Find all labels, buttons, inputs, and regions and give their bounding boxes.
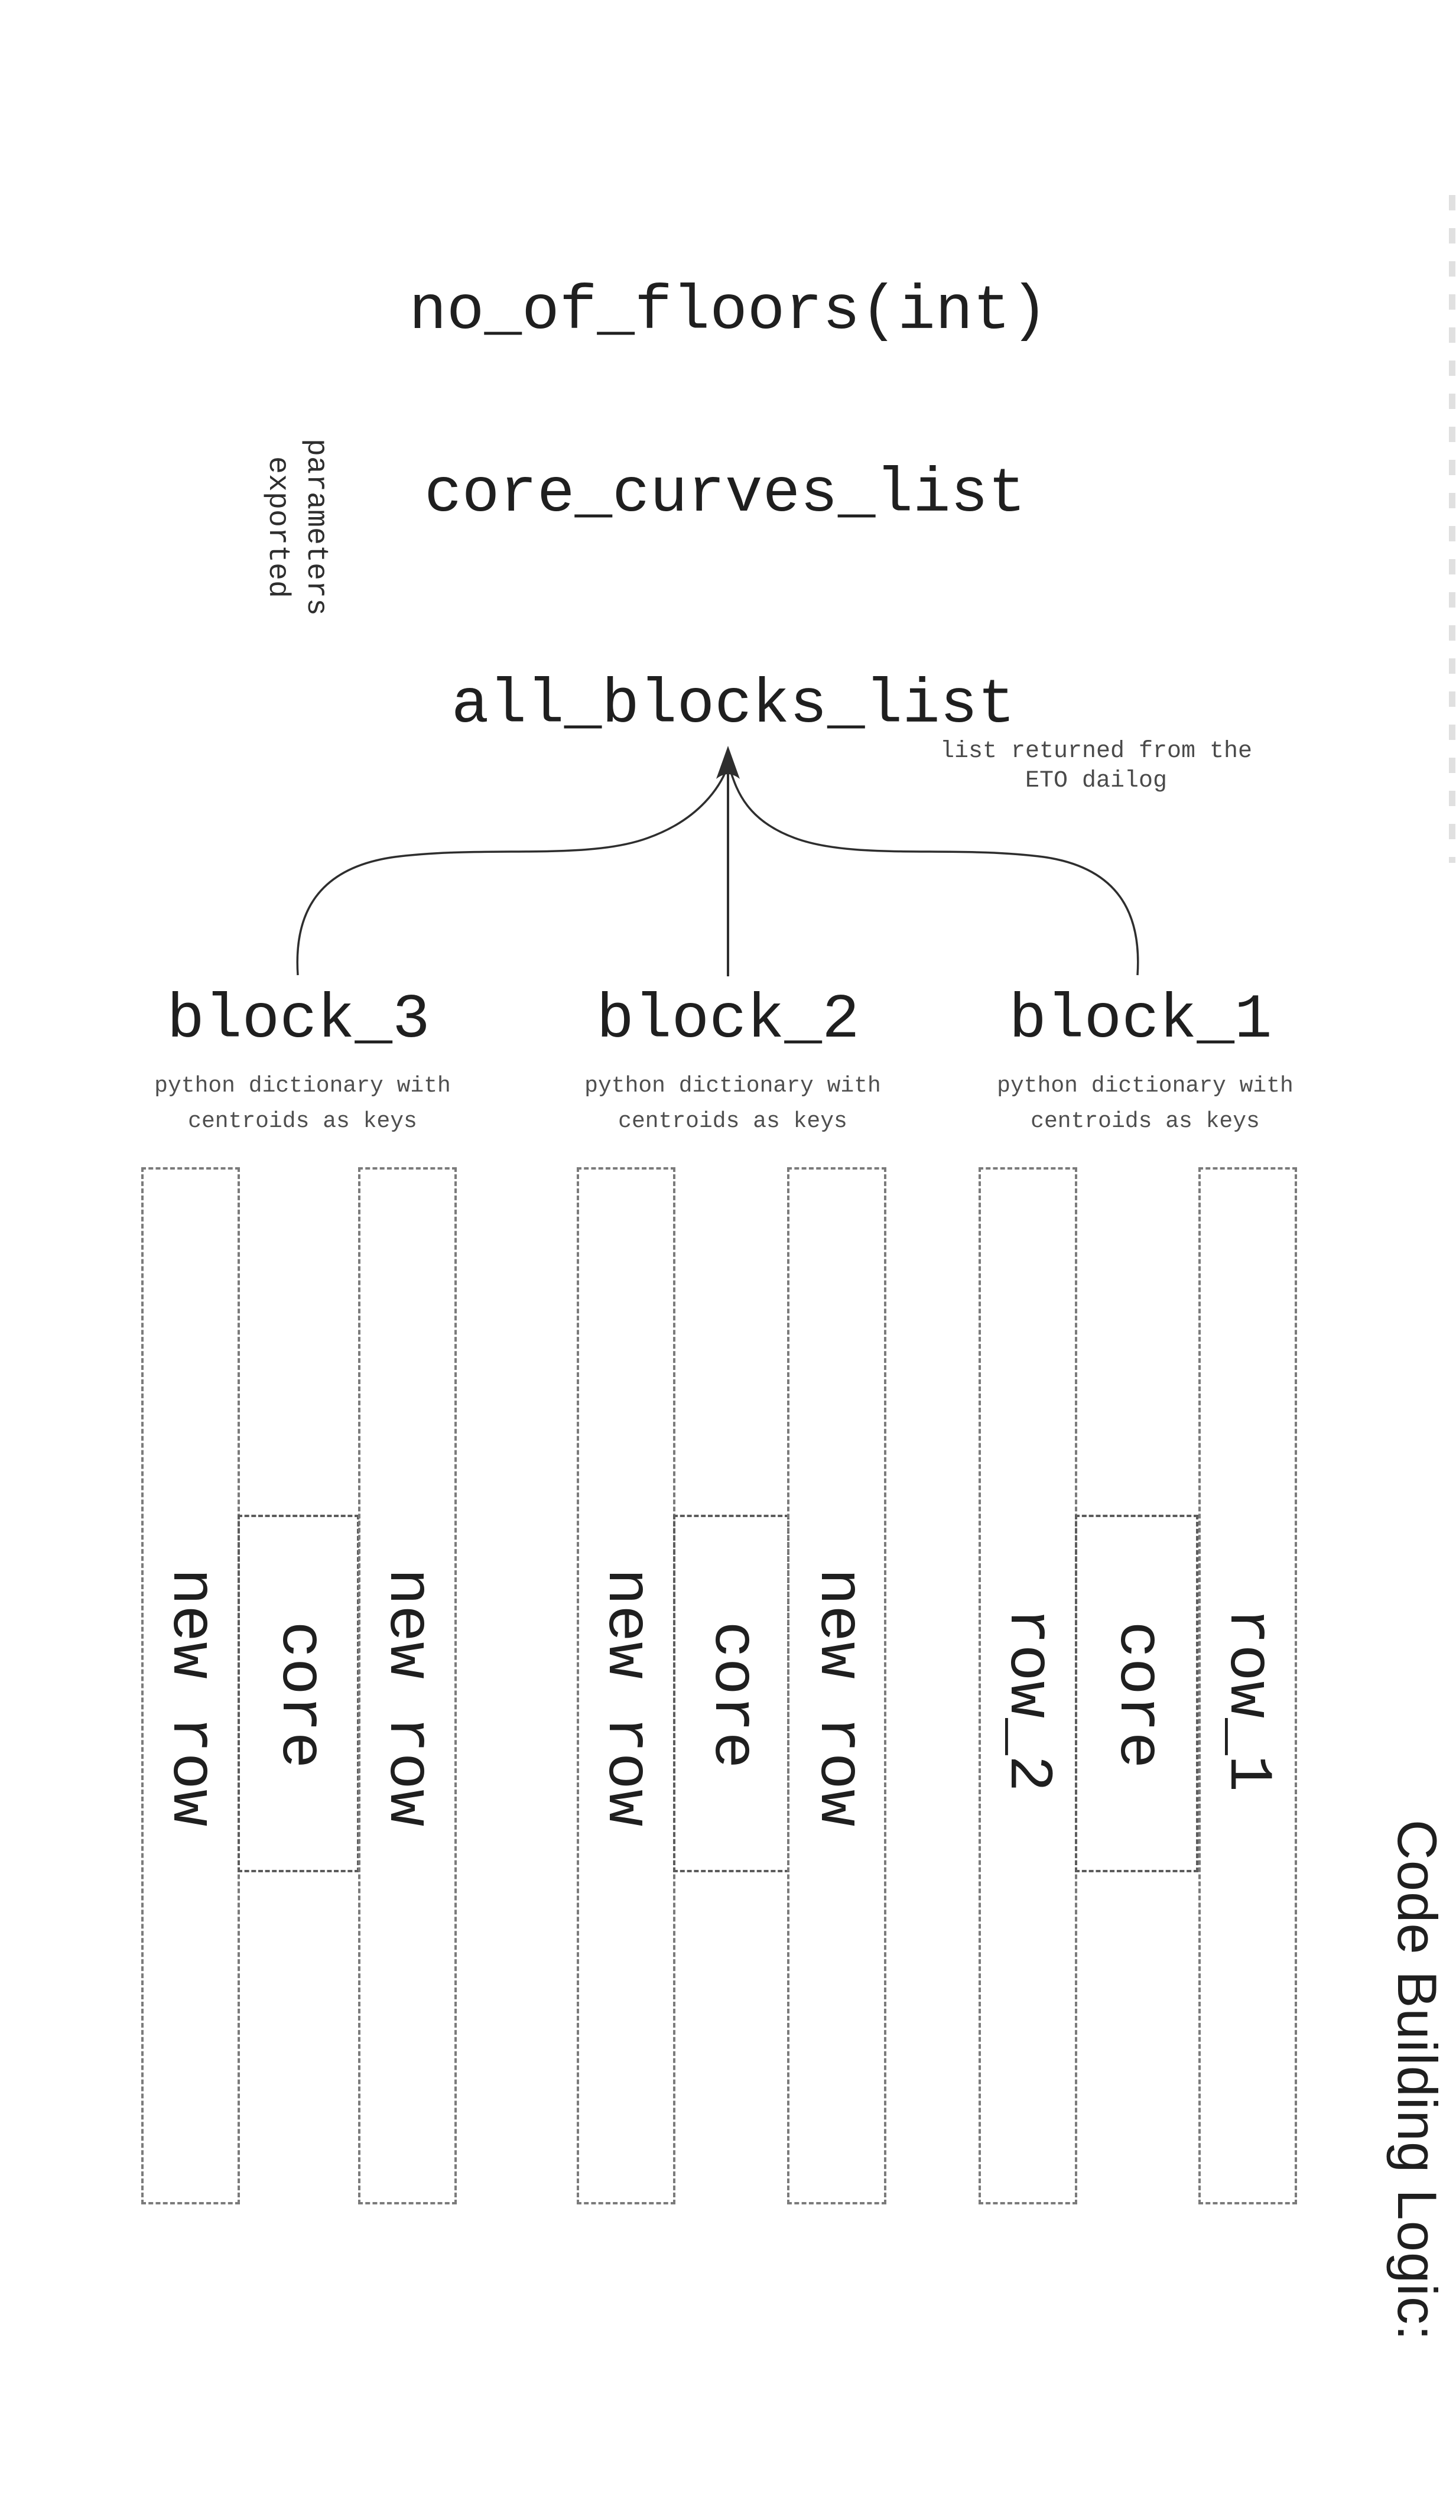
block-3-core-label: core: [265, 1621, 334, 1769]
eto-dialog-note: list returned from the ETO dailog: [940, 737, 1252, 796]
block-2-core-label: core: [697, 1621, 767, 1769]
block-1-caption-line1: python dictionary with: [997, 1073, 1294, 1099]
block-3-row-box-right: [358, 1167, 457, 2204]
eto-dialog-note-line2: ETO dailog: [1025, 768, 1168, 794]
block-3-caption: python dictionary with centroids as keys: [154, 1069, 451, 1139]
block-1-label: block_1: [1009, 985, 1272, 1056]
block-1-row2-label: row_2: [993, 1607, 1062, 1792]
arrow-up-icon: [716, 746, 740, 779]
block-1-core-box: [1075, 1515, 1198, 1872]
param-core-curves-list: core_curves_list: [424, 459, 1026, 530]
parameters-exported-line2: exported: [261, 456, 294, 599]
page-title: Code Building Logic:: [1386, 1819, 1448, 2342]
block-2-caption: python dictionary with centroids as keys: [584, 1069, 881, 1139]
edge-clipped-text-artifact: [1449, 195, 1455, 863]
block-2-right-row-label: new row: [803, 1568, 873, 1827]
block-3-left-row-label: new row: [155, 1568, 225, 1827]
block-2-row-box-right: [787, 1167, 886, 2204]
eto-dialog-note-line1: list returned from the: [940, 738, 1253, 765]
block-3-caption-line2: centroids as keys: [188, 1109, 417, 1134]
left-brace-curve: [296, 767, 729, 976]
block-1-core-label: core: [1103, 1621, 1172, 1769]
block-1-row-box-right: [1198, 1167, 1297, 2204]
block-1-caption-line2: centroids as keys: [1031, 1109, 1260, 1134]
block-3-right-row-label: new row: [372, 1568, 442, 1827]
block-1-caption: python dictionary with centroids as keys: [997, 1069, 1294, 1139]
param-all-blocks-list: all_blocks_list: [451, 670, 1016, 741]
block-3-caption-line1: python dictionary with: [154, 1073, 451, 1099]
right-brace-curve: [728, 767, 1139, 976]
block-1-row1-label: row_1: [1213, 1607, 1282, 1792]
block-3-label: block_3: [167, 985, 430, 1056]
block-2-left-row-label: new row: [591, 1568, 661, 1827]
block-2-label: block_2: [596, 985, 860, 1056]
block-2-caption-line1: python dictionary with: [584, 1073, 881, 1099]
block-2-caption-line2: centroids as keys: [618, 1109, 847, 1134]
parameters-exported-note: parameters exported: [258, 439, 335, 616]
parameters-exported-line1: parameters: [299, 438, 333, 616]
param-no-of-floors: no_of_floors(int): [409, 276, 1048, 347]
